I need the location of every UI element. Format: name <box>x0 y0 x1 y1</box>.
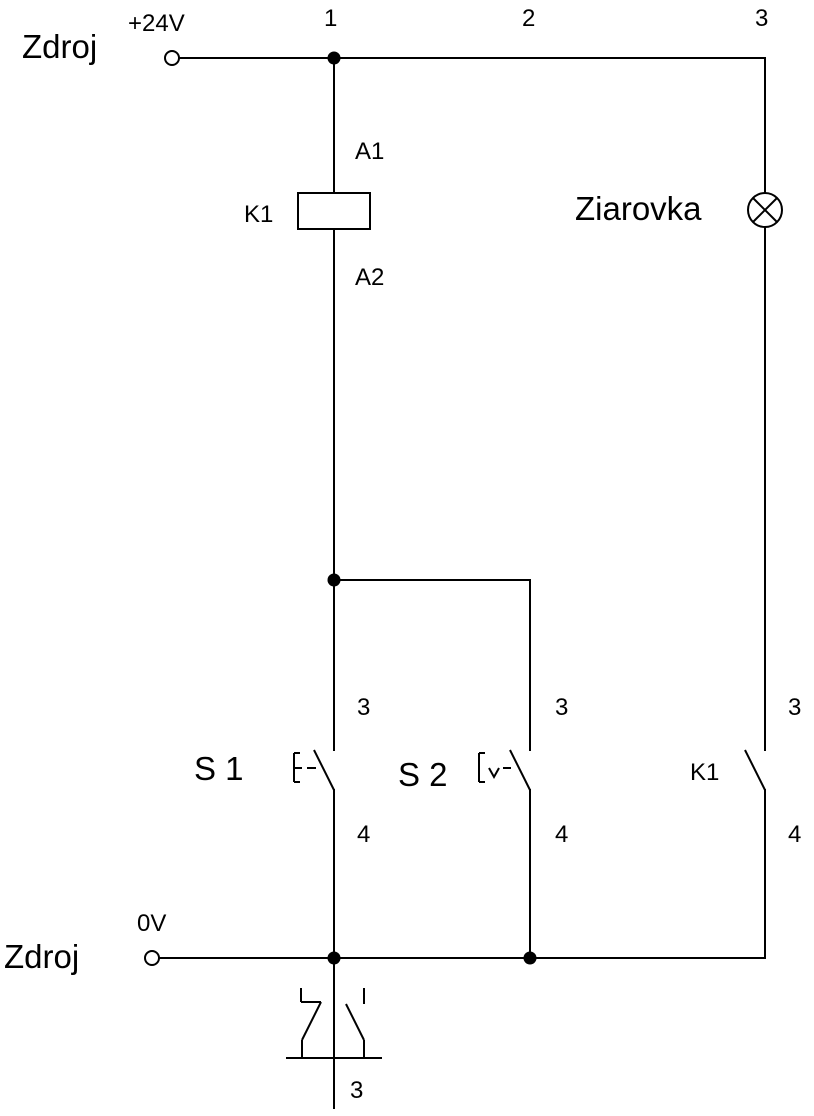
switch-s1 <box>293 749 335 959</box>
column-number-2: 2 <box>522 5 535 32</box>
pushbutton-actuator-icon <box>293 752 316 783</box>
coil-terminal-a2: A2 <box>355 264 384 291</box>
switch-s1-bottom-terminal: 4 <box>357 821 370 848</box>
relay-contact-label: K1 <box>690 759 719 786</box>
switch-s1-top-terminal: 3 <box>357 694 370 721</box>
contact-reference-symbol <box>286 957 382 1109</box>
lamp-icon <box>747 192 783 228</box>
switch-s2-bottom-terminal: 4 <box>555 821 568 848</box>
switch-s1-label: S 1 <box>194 750 244 787</box>
switch-s2-top-terminal: 3 <box>555 694 568 721</box>
coil-terminal-a1: A1 <box>355 138 384 165</box>
top-supply-label: Zdroj <box>22 28 97 65</box>
bottom-supply-label: Zdroj <box>4 938 79 975</box>
bottom-junction-node-2 <box>523 951 537 965</box>
lamp-branch <box>747 57 783 751</box>
top-supply-rail <box>164 50 766 66</box>
switch-s2-label: S 2 <box>398 756 448 793</box>
coil-branch <box>297 57 531 751</box>
bottom-terminal <box>144 950 160 966</box>
relay-contact-bottom-terminal: 4 <box>788 821 801 848</box>
contact-reference-column: 3 <box>350 1077 363 1104</box>
relay-contact-k1 <box>744 749 766 959</box>
roller-actuator-icon <box>478 752 511 783</box>
top-supply-voltage: +24V <box>128 10 185 37</box>
top-terminal <box>164 50 180 66</box>
switch-s2 <box>478 749 531 959</box>
column-number-1: 1 <box>324 5 337 32</box>
relay-contact-top-terminal: 3 <box>788 694 801 721</box>
lamp-label: Ziarovka <box>575 190 702 227</box>
column-number-3: 3 <box>755 5 768 32</box>
bottom-supply-rail <box>144 950 766 966</box>
relay-coil <box>297 192 371 230</box>
bottom-supply-voltage: 0V <box>137 910 166 937</box>
relay-coil-label: K1 <box>244 201 273 228</box>
